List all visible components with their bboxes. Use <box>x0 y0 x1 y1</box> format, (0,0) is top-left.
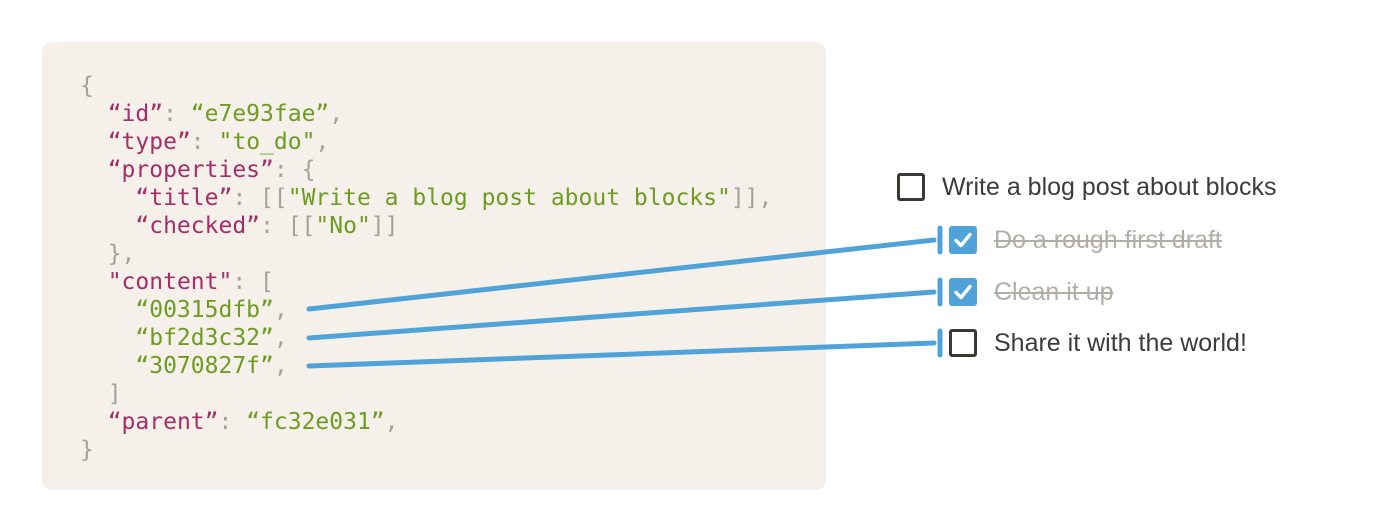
code-token-value: “00315dfb” <box>135 297 274 323</box>
code-line: { <box>80 72 772 100</box>
todo-item: Share it with the world! <box>949 329 1247 357</box>
code-token-value: "Write a blog post about blocks" <box>287 185 731 211</box>
code-token-punct: { <box>80 73 94 99</box>
code-token-key: "content" <box>107 269 233 295</box>
code-token-punct: , <box>273 325 288 351</box>
code-pre: { “id”: “e7e93fae”, “type”: "to_do", “pr… <box>80 72 772 464</box>
code-line: }, <box>80 240 772 268</box>
code-token-punct <box>80 213 135 239</box>
todo-item-label: Do a rough first draft <box>994 225 1222 254</box>
code-token-punct <box>80 353 135 379</box>
code-line: ] <box>80 380 772 408</box>
code-token-key: “title” <box>135 185 233 211</box>
code-line: "content": [ <box>80 268 772 296</box>
code-line: “bf2d3c32”, <box>80 324 772 352</box>
code-token-key: “parent” <box>107 409 219 435</box>
code-token-punct <box>80 297 135 323</box>
code-line: “parent”: “fc32e031”, <box>80 408 772 436</box>
checkbox-checked[interactable] <box>949 278 977 306</box>
code-token-punct: : [[ <box>232 185 288 211</box>
code-token-punct <box>80 409 108 435</box>
json-code-block: { “id”: “e7e93fae”, “type”: "to_do", “pr… <box>42 42 826 490</box>
code-token-key: “properties” <box>107 157 274 183</box>
code-token-punct: : <box>190 129 219 155</box>
code-token-punct: : [[ <box>260 213 316 239</box>
code-line: “type”: "to_do", <box>80 128 772 156</box>
code-line: “id”: “e7e93fae”, <box>80 100 772 128</box>
code-token-punct: , <box>329 101 344 127</box>
code-token-punct: ]], <box>730 185 773 211</box>
todo-item-label: Clean it up <box>994 277 1114 306</box>
code-token-punct: ] <box>80 381 122 407</box>
code-line: “00315dfb”, <box>80 296 772 324</box>
code-token-value: "to_do" <box>218 129 316 155</box>
checkbox-checked[interactable] <box>949 226 977 254</box>
code-token-punct <box>80 269 108 295</box>
code-token-key: “checked” <box>135 213 261 239</box>
code-token-punct <box>80 185 135 211</box>
code-token-punct: }, <box>80 241 136 267</box>
code-token-value: “bf2d3c32” <box>135 325 274 351</box>
code-token-punct: , <box>273 353 288 379</box>
code-line: “3070827f”, <box>80 352 772 380</box>
code-token-punct: , <box>384 409 399 435</box>
checkmark-icon <box>954 284 972 300</box>
code-line: “checked”: [["No"]] <box>80 212 772 240</box>
code-token-punct: ]] <box>370 213 399 239</box>
code-token-value: “3070827f” <box>135 353 274 379</box>
todo-item: Write a blog post about blocks <box>897 173 1276 201</box>
code-token-punct <box>80 325 135 351</box>
code-token-value: "No" <box>315 213 371 239</box>
todo-item: Clean it up <box>949 278 1114 306</box>
code-token-value: “fc32e031” <box>246 409 385 435</box>
checkbox-unchecked[interactable] <box>949 329 977 357</box>
checkbox-unchecked[interactable] <box>897 173 925 201</box>
code-token-key: “id” <box>107 101 164 127</box>
todo-item: Do a rough first draft <box>949 226 1222 254</box>
code-line: } <box>80 436 772 464</box>
code-token-punct <box>80 101 108 127</box>
code-token-punct <box>80 157 108 183</box>
code-token-punct: : { <box>273 157 316 183</box>
code-token-punct: : <box>163 101 191 127</box>
code-token-punct: , <box>273 297 288 323</box>
todo-item-label: Write a blog post about blocks <box>942 172 1277 201</box>
checkmark-icon <box>954 232 972 248</box>
code-token-key: “type” <box>107 129 191 155</box>
code-token-punct <box>80 129 108 155</box>
code-token-punct: : [ <box>232 269 274 295</box>
code-token-punct: } <box>80 437 94 463</box>
code-token-punct: : <box>218 409 247 435</box>
code-token-punct: , <box>315 129 330 155</box>
todo-item-label: Share it with the world! <box>994 328 1247 357</box>
code-token-value: “e7e93fae” <box>190 101 330 127</box>
code-line: “properties”: { <box>80 156 772 184</box>
code-line: “title”: [["Write a blog post about bloc… <box>80 184 772 212</box>
